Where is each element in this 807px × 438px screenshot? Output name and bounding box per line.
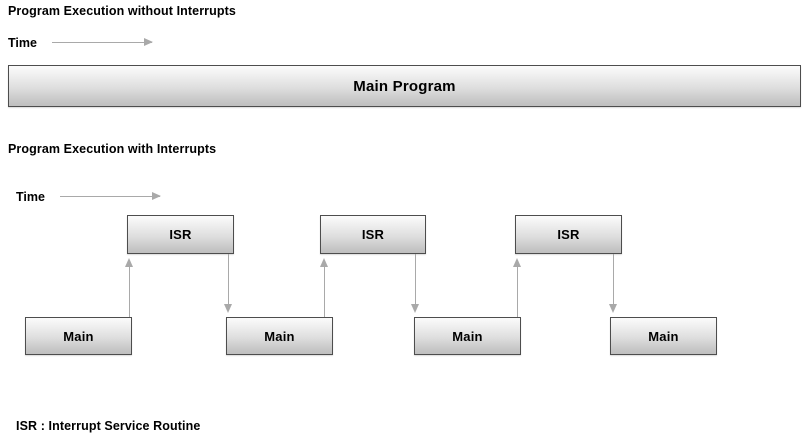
arrow-main2-to-isr2 [319, 258, 330, 317]
arrow-shaft [613, 254, 614, 305]
time-axis-arrow-1 [52, 37, 153, 48]
time-label-2: Time [16, 190, 45, 204]
arrow-head-down-icon [224, 304, 232, 313]
arrow-head-up-icon [513, 258, 521, 267]
time-label-1: Time [8, 36, 37, 50]
isr-box-2: ISR [320, 215, 426, 254]
arrow-head-up-icon [125, 258, 133, 267]
arrow-isr3-to-main4 [608, 254, 619, 313]
time-axis-arrow-2 [60, 191, 161, 202]
arrow-shaft [415, 254, 416, 305]
legend-isr-definition: ISR : Interrupt Service Routine [16, 419, 201, 433]
main-program-bar: Main Program [8, 65, 801, 107]
section-title-without-interrupts: Program Execution without Interrupts [8, 4, 236, 18]
arrow-shaft [129, 266, 130, 317]
time-arrow-head-icon [152, 192, 161, 200]
isr-box-1: ISR [127, 215, 234, 254]
arrow-shaft [517, 266, 518, 317]
main-box-1: Main [25, 317, 132, 355]
arrow-main1-to-isr1 [124, 258, 135, 317]
time-arrow-shaft [60, 196, 160, 197]
section-title-with-interrupts: Program Execution with Interrupts [8, 142, 217, 156]
arrow-isr2-to-main3 [410, 254, 421, 313]
arrow-isr1-to-main2 [223, 254, 234, 313]
arrow-main3-to-isr3 [512, 258, 523, 317]
time-arrow-head-icon [144, 38, 153, 46]
main-box-3: Main [414, 317, 521, 355]
arrow-head-down-icon [609, 304, 617, 313]
isr-box-3: ISR [515, 215, 622, 254]
main-box-2: Main [226, 317, 333, 355]
main-box-4: Main [610, 317, 717, 355]
arrow-shaft [324, 266, 325, 317]
time-arrow-shaft [52, 42, 152, 43]
arrow-head-up-icon [320, 258, 328, 267]
arrow-shaft [228, 254, 229, 305]
arrow-head-down-icon [411, 304, 419, 313]
